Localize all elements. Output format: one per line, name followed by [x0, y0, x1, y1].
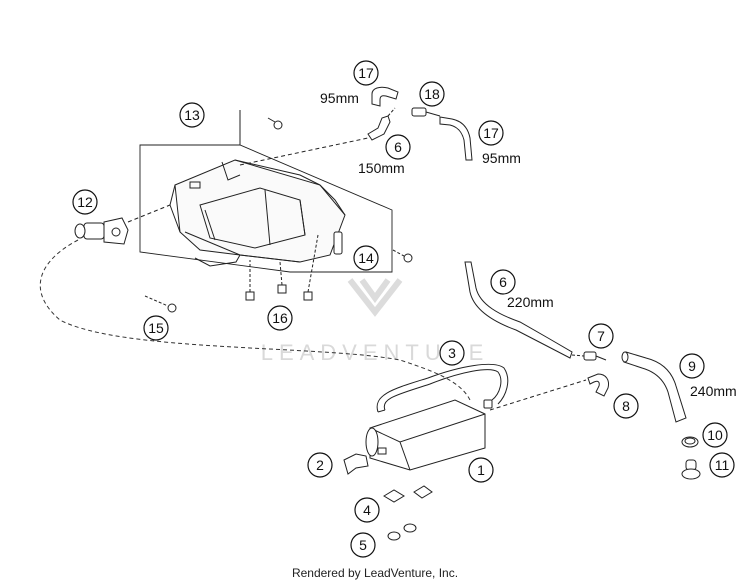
cap-11	[681, 459, 701, 480]
svg-text:4: 4	[363, 502, 371, 518]
nut-5	[387, 523, 417, 541]
svg-text:2: 2	[316, 457, 324, 473]
elbow-2	[343, 453, 369, 475]
svg-text:17: 17	[483, 125, 499, 141]
svg-text:16: 16	[272, 310, 288, 326]
dim-95-lower: 95mm	[482, 150, 521, 166]
hose-route-dashed	[39, 239, 471, 401]
valve-12	[74, 204, 171, 245]
watermark-logo-icon	[347, 278, 403, 317]
bracket-4	[383, 485, 433, 503]
callout-1: 1	[468, 457, 494, 483]
callout-2: 2	[307, 452, 333, 478]
svg-text:14: 14	[358, 250, 374, 266]
screw-right-icon	[392, 249, 413, 263]
clip-16c-icon	[303, 291, 313, 301]
dimension-labels: 95mm 150mm 95mm 220mm 240mm	[320, 90, 737, 399]
hose-9	[621, 351, 687, 423]
dim-240: 240mm	[690, 383, 737, 399]
rubber-damper-14	[333, 231, 343, 255]
svg-text:5: 5	[359, 537, 367, 553]
callout-6-upper: 6	[385, 134, 411, 160]
callouts: 1 2 3 4 5 6 6 7 8 9 10 11 12 13 14 15 16…	[72, 60, 735, 558]
fasteners	[144, 117, 413, 313]
dim-220: 220mm	[507, 294, 554, 310]
callout-3: 3	[439, 340, 465, 366]
callout-9: 9	[679, 353, 705, 379]
callout-18: 18	[419, 81, 445, 107]
svg-text:9: 9	[688, 358, 696, 374]
hose-6-lower	[464, 261, 573, 359]
bracket-assembly-13	[139, 110, 393, 273]
screw-15-icon	[144, 295, 177, 313]
svg-text:6: 6	[499, 274, 507, 290]
connector-7	[571, 351, 607, 361]
svg-text:3: 3	[448, 345, 456, 361]
dim-150: 150mm	[358, 160, 405, 176]
bracket-clip	[189, 181, 201, 189]
svg-text:17: 17	[358, 65, 374, 81]
callout-12: 12	[72, 189, 98, 215]
callout-16: 16	[267, 305, 293, 331]
svg-text:12: 12	[77, 194, 93, 210]
callout-6-lower: 6	[490, 269, 516, 295]
clip-16a-icon	[245, 291, 255, 301]
svg-text:10: 10	[707, 427, 723, 443]
dim-95-upper: 95mm	[320, 90, 359, 106]
svg-text:8: 8	[622, 398, 630, 414]
callout-8: 8	[613, 393, 639, 419]
svg-text:13: 13	[184, 107, 200, 123]
bracket-body	[174, 159, 346, 263]
callout-11: 11	[709, 452, 735, 478]
callout-15: 15	[143, 315, 169, 341]
svg-text:18: 18	[424, 86, 440, 102]
callout-7: 7	[588, 323, 614, 349]
canister-1	[365, 399, 493, 471]
elbow-8	[489, 373, 609, 411]
callout-17-upper: 17	[353, 60, 379, 86]
connector-18	[411, 107, 441, 117]
screw-top-icon	[267, 117, 283, 130]
callout-4: 4	[354, 497, 380, 523]
clamp-10	[681, 436, 699, 448]
hose-6-upper	[239, 107, 396, 166]
svg-text:11: 11	[715, 457, 730, 473]
callout-14: 14	[353, 245, 379, 271]
callout-5: 5	[350, 532, 376, 558]
svg-text:15: 15	[148, 320, 164, 336]
hose-17-lower	[439, 116, 473, 161]
svg-text:6: 6	[394, 139, 402, 155]
hose-17-upper	[371, 86, 399, 107]
callout-13: 13	[179, 102, 205, 128]
callout-17-lower: 17	[478, 120, 504, 146]
hose-3	[376, 363, 509, 413]
svg-text:7: 7	[597, 328, 605, 344]
bracket-top-rim	[234, 159, 321, 186]
svg-text:1: 1	[477, 462, 485, 478]
clip-16b-icon	[277, 284, 287, 294]
footer-credit: Rendered by LeadVenture, Inc.	[291, 566, 459, 580]
callout-10: 10	[702, 422, 728, 448]
